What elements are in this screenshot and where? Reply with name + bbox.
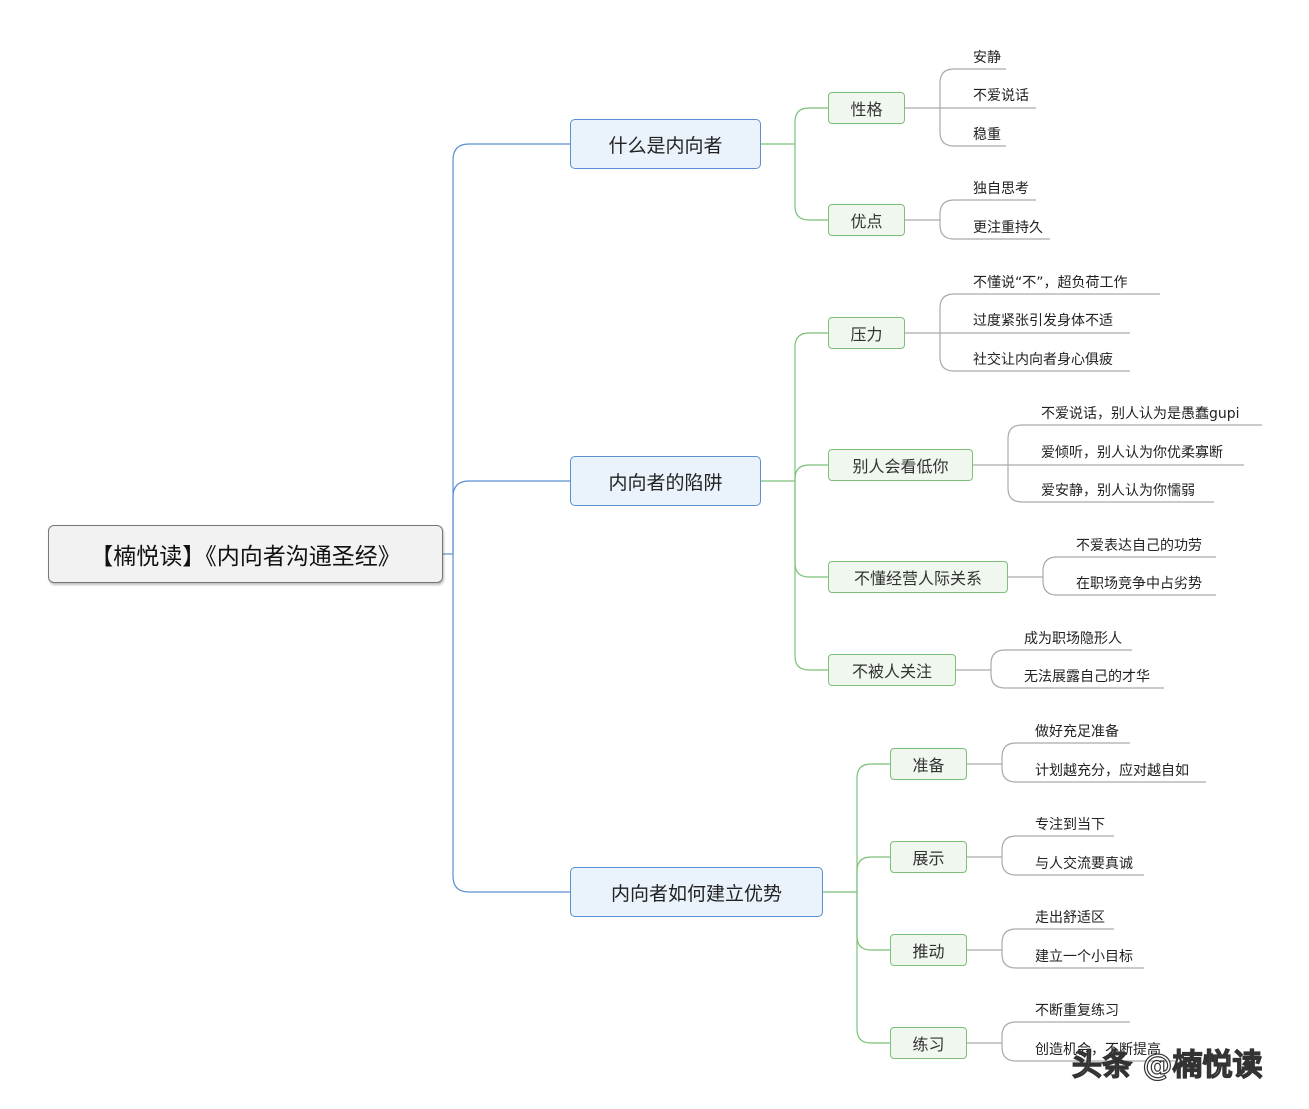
connector-line <box>1001 1043 1180 1062</box>
connector-line <box>452 554 570 893</box>
topic-prepare[interactable]: 准备 <box>890 748 967 780</box>
connector-line <box>939 220 1050 240</box>
connector-line <box>794 481 828 671</box>
connector-line <box>939 199 1036 220</box>
connector-line <box>794 481 828 578</box>
leaf-label[interactable]: 爱倾听，别人认为你优柔寡断 <box>1041 445 1223 461</box>
connector-line <box>1042 556 1216 577</box>
root-node[interactable]: 【楠悦读】《内向者沟通圣经》 <box>48 525 443 583</box>
leaf-label[interactable]: 更注重持久 <box>973 220 1043 236</box>
branch-introvert-traps[interactable]: 内向者的陷阱 <box>570 456 761 506</box>
connector-line <box>1001 742 1130 764</box>
branch-what-is-introvert[interactable]: 什么是内向者 <box>570 119 761 169</box>
connector-line <box>1007 424 1262 465</box>
connector-line <box>1001 928 1114 950</box>
leaf-label[interactable]: 创造机会，不断提高 <box>1035 1042 1161 1058</box>
branch-build-advantage[interactable]: 内向者如何建立优势 <box>570 867 823 917</box>
topic-practice[interactable]: 练习 <box>890 1027 967 1059</box>
leaf-label[interactable]: 社交让内向者身心俱疲 <box>973 352 1113 368</box>
leaf-label[interactable]: 不懂说“不”，超负荷工作 <box>973 275 1128 291</box>
topic-personality[interactable]: 性格 <box>828 92 905 124</box>
topic-underestimated[interactable]: 别人会看低你 <box>828 449 973 481</box>
topic-present[interactable]: 展示 <box>890 841 967 873</box>
connector-line <box>939 68 1006 108</box>
connector-line <box>1001 857 1144 876</box>
topic-unnoticed[interactable]: 不被人关注 <box>828 654 956 686</box>
leaf-label[interactable]: 独自思考 <box>973 181 1029 197</box>
watermark: 头条 @楠悦读 <box>1071 1047 1263 1083</box>
leaf-label[interactable]: 走出舒适区 <box>1035 910 1105 926</box>
leaf-label[interactable]: 在职场竞争中占劣势 <box>1076 576 1202 592</box>
connector-line <box>1042 577 1216 596</box>
topic-relationships[interactable]: 不懂经营人际关系 <box>828 561 1008 593</box>
connector-line <box>939 293 1160 333</box>
connector-line <box>1001 1021 1130 1043</box>
leaf-label[interactable]: 稳重 <box>973 127 1001 143</box>
leaf-label[interactable]: 成为职场隐形人 <box>1024 631 1122 647</box>
leaf-label[interactable]: 过度紧张引发身体不适 <box>973 313 1113 329</box>
connector-line <box>856 856 890 892</box>
leaf-label[interactable]: 做好充足准备 <box>1035 724 1119 740</box>
topic-pressure[interactable]: 压力 <box>828 317 905 349</box>
leaf-label[interactable]: 建立一个小目标 <box>1035 949 1133 965</box>
leaf-label[interactable]: 不断重复练习 <box>1035 1003 1119 1019</box>
connector-line <box>794 107 828 144</box>
leaf-label[interactable]: 无法展露自己的才华 <box>1024 669 1150 685</box>
connector-line <box>452 143 570 554</box>
connector-line <box>939 333 1130 372</box>
connector-line <box>1001 835 1114 857</box>
connector-line <box>794 332 828 481</box>
leaf-label[interactable]: 不爱说话 <box>973 88 1029 104</box>
topic-strengths[interactable]: 优点 <box>828 204 905 236</box>
leaf-label[interactable]: 计划越充分，应对越自如 <box>1035 763 1189 779</box>
leaf-label[interactable]: 与人交流要真诚 <box>1035 856 1133 872</box>
connector-line <box>1001 950 1144 969</box>
topic-push[interactable]: 推动 <box>890 934 967 966</box>
leaf-label[interactable]: 爱安静，别人认为你懦弱 <box>1041 483 1195 499</box>
leaf-label[interactable]: 安静 <box>973 50 1001 66</box>
connector-line <box>452 480 570 554</box>
leaf-label[interactable]: 不爱表达自己的功劳 <box>1076 538 1202 554</box>
connector-line <box>990 649 1132 670</box>
connector-line <box>939 108 1006 147</box>
leaf-label[interactable]: 不爱说话，别人认为是愚蠢gupi <box>1041 406 1240 422</box>
connector-line <box>856 763 890 892</box>
connector-line <box>794 144 828 221</box>
leaf-label[interactable]: 专注到当下 <box>1035 817 1105 833</box>
connector-line <box>1007 465 1214 503</box>
connector-line <box>990 670 1164 689</box>
connector-line <box>856 892 890 951</box>
connector-line <box>794 464 828 481</box>
connector-line <box>856 892 890 1044</box>
connector-line <box>1001 764 1206 783</box>
